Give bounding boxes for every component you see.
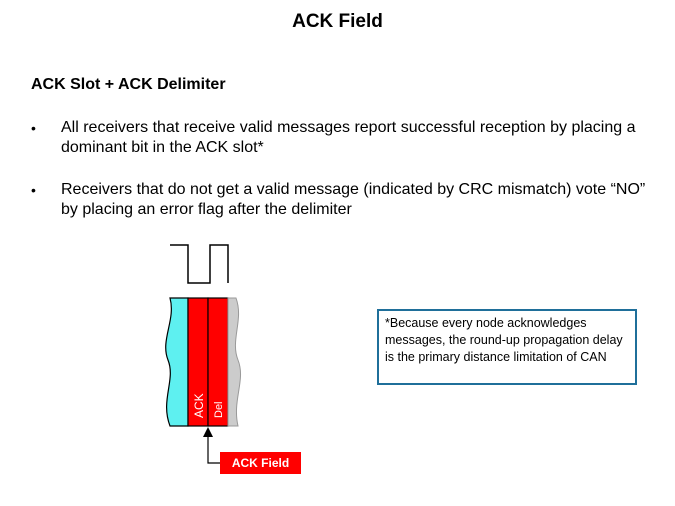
preceding-field: [165, 297, 189, 427]
bullet-marker: •: [31, 182, 36, 198]
ack-delimiter-label: Del: [213, 401, 225, 418]
bullet-text: Receivers that do not get a valid messag…: [61, 181, 646, 218]
page-title: ACK Field: [292, 11, 383, 32]
ack-slot-label: ACK: [192, 393, 206, 418]
callout-connector: [207, 434, 220, 464]
bullet-item: • All receivers that receive valid messa…: [31, 118, 651, 158]
bullet-item: • Receivers that do not get a valid mess…: [31, 180, 651, 220]
footnote-box: *Because every node acknowledges message…: [377, 309, 637, 385]
arrow-up-icon: [203, 427, 213, 437]
following-field: [227, 297, 242, 427]
section-heading: ACK Slot + ACK Delimiter: [31, 76, 226, 93]
ack-field-callout: ACK Field: [220, 452, 301, 474]
bullet-marker: •: [31, 120, 36, 136]
bullet-text: All receivers that receive valid message…: [61, 119, 636, 156]
bit-waveform: [170, 244, 229, 284]
